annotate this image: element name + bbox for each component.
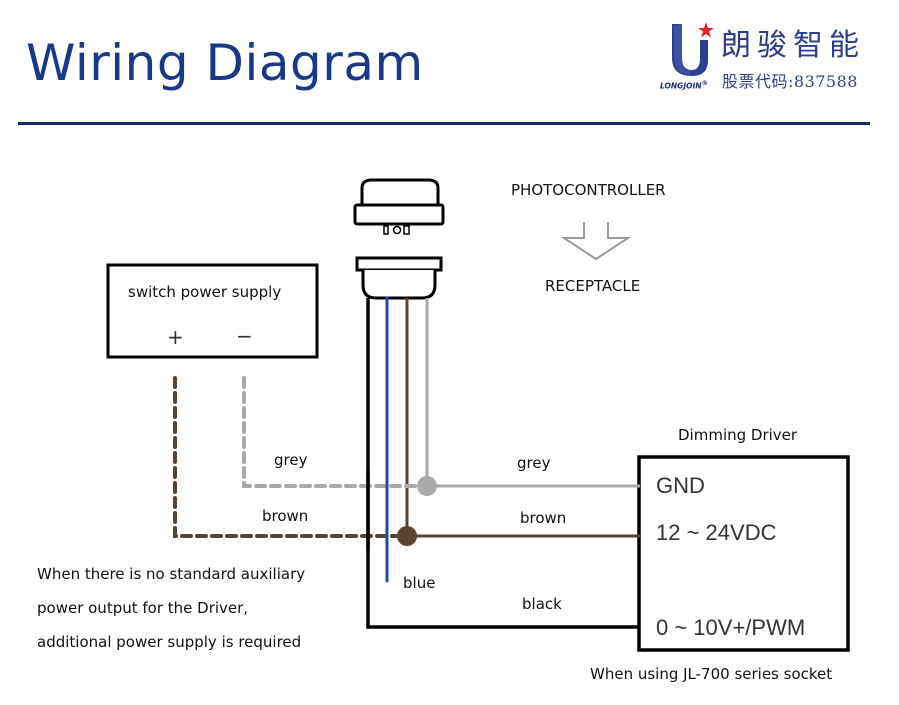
wire-black — [366, 298, 640, 629]
wire-label-brown-left: brown — [262, 507, 309, 525]
company-logo: LONGJOIN® 朗骏智能 股票代码:837588 — [660, 18, 876, 98]
driver-title: Dimming Driver — [678, 426, 798, 444]
power-supply-label: switch power supply — [128, 283, 282, 301]
wire-grey-dashed — [242, 376, 429, 488]
header-divider — [18, 122, 870, 125]
wire-label-brown-right: brown — [520, 509, 567, 527]
wire-label-grey-right: grey — [517, 454, 551, 472]
note-line-2: power output for the Driver, — [37, 599, 249, 617]
logo-stock-code: 股票代码:837588 — [722, 72, 858, 91]
power-supply-box — [106, 263, 319, 359]
dimming-driver-box — [637, 455, 850, 652]
logo-brand-text: LONGJOIN® — [660, 80, 708, 91]
arrow-down-outline-icon — [560, 222, 632, 261]
driver-caption: When using JL-700 series socket — [590, 665, 833, 683]
power-supply-plus-terminal: + — [167, 325, 184, 349]
power-supply-minus-terminal: − — [236, 324, 253, 348]
wire-brown-dashed — [173, 376, 409, 538]
photocontroller-label: PHOTOCONTROLLER — [511, 181, 666, 199]
driver-terminal-power: 12 ~ 24VDC — [656, 520, 777, 545]
junction-brown — [397, 526, 417, 546]
driver-terminal-dimming: 0 ~ 10V+/PWM — [656, 615, 806, 640]
wire-label-blue: blue — [403, 574, 436, 592]
junction-grey — [417, 476, 437, 496]
wire-brown — [405, 298, 640, 538]
receptacle-label: RECEPTACLE — [545, 277, 641, 295]
driver-terminal-gnd: GND — [656, 473, 705, 498]
note-line-3: additional power supply is required — [37, 633, 302, 651]
receptacle-icon — [355, 256, 443, 300]
longjoin-u-star-logo-icon — [672, 22, 714, 76]
logo-company-name: 朗骏智能 — [721, 28, 865, 63]
note-line-1: When there is no standard auxiliary — [37, 565, 306, 583]
photocontroller-icon — [353, 178, 445, 235]
wire-label-black: black — [522, 595, 562, 613]
wire-label-grey-left: grey — [274, 451, 308, 469]
page-title: Wiring Diagram — [26, 34, 424, 92]
